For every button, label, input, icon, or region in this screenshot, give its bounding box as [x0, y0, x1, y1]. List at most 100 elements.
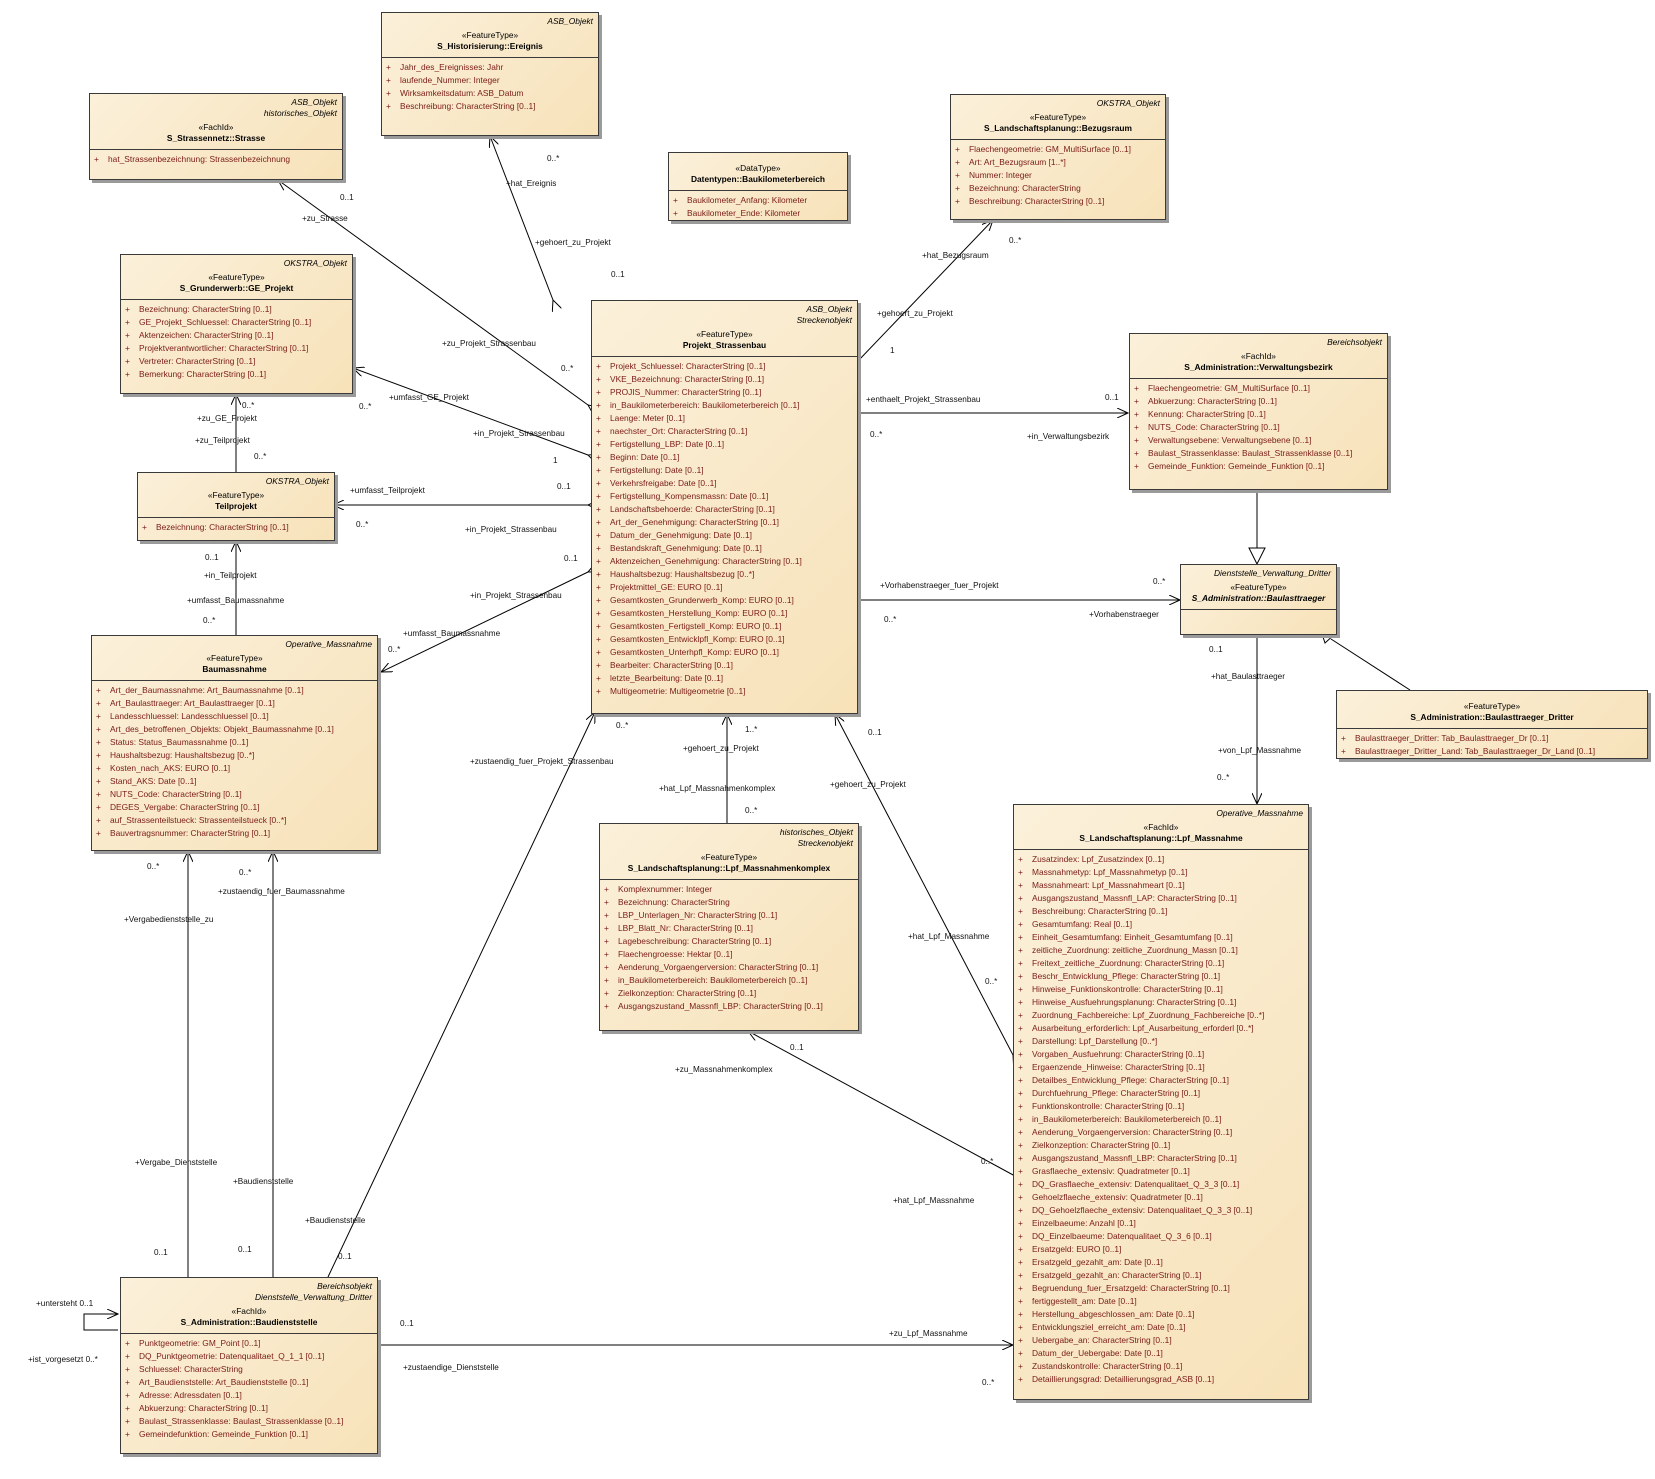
visibility-public-icon: +	[1018, 1361, 1023, 1371]
attribute-text: hat_Strassenbezeichnung: Strassenbezeich…	[108, 154, 291, 164]
edge-self-untersteht	[83, 1314, 118, 1331]
attribute-text: in_Baukilometerbereich: Baukilometerbere…	[610, 400, 800, 410]
mult-label: 0..*	[1217, 773, 1230, 782]
visibility-public-icon: +	[1018, 971, 1023, 981]
class-tag: ASB_Objekt	[547, 16, 593, 26]
attribute-text: Art_des_betroffenen_Objekts: Objekt_Baum…	[110, 724, 334, 734]
class-attribute: +Beschreibung: CharacterString [0..1]	[955, 195, 1161, 208]
class-name: S_Grunderwerb::GE_Projekt	[179, 283, 294, 293]
visibility-public-icon: +	[1018, 1231, 1023, 1241]
class-header: Bereichsobjekt«FachId»S_Administration::…	[1130, 334, 1387, 379]
role-label: +in_Teilprojekt	[204, 571, 257, 580]
attribute-text: Bezeichnung: CharacterString [0..1]	[139, 304, 272, 314]
class-attribute: +Bemerkung: CharacterString [0..1]	[125, 368, 348, 381]
visibility-public-icon: +	[596, 400, 601, 410]
class-attribute: +Begruendung_fuer_Ersatzgeld: CharacterS…	[1018, 1282, 1304, 1295]
visibility-public-icon: +	[1018, 1218, 1023, 1228]
mult-label: 0..1	[790, 1043, 804, 1052]
class-attribute: +Aenderung_Vorgaengerversion: CharacterS…	[1018, 1126, 1304, 1139]
visibility-public-icon: +	[96, 763, 101, 773]
attribute-text: DQ_Grasflaeche_extensiv: Datenqualitaet_…	[1032, 1179, 1240, 1189]
class-tag: Streckenobjekt	[797, 838, 853, 848]
class-attributes: +Projekt_Schluessel: CharacterString [0.…	[592, 357, 857, 702]
mult-label: 0..*	[388, 645, 401, 654]
class-teilprojekt[interactable]: OKSTRA_Objekt«FeatureType»Teilprojekt+Be…	[137, 472, 335, 541]
class-baukilometerbereich[interactable]: «DataType»Datentypen::Baukilometerbereic…	[668, 152, 848, 221]
visibility-public-icon: +	[1018, 854, 1023, 864]
class-attribute: +Kennung: CharacterString [0..1]	[1134, 408, 1383, 421]
mult-label: 1	[553, 456, 558, 465]
visibility-public-icon: +	[96, 685, 101, 695]
class-attribute: +Baulast_Strassenklasse: Baulast_Strasse…	[125, 1415, 373, 1428]
visibility-public-icon: +	[1018, 1322, 1023, 1332]
attribute-text: Beschreibung: CharacterString [0..1]	[1032, 906, 1168, 916]
class-tag: Operative_Massnahme	[285, 639, 372, 649]
visibility-public-icon: +	[96, 828, 101, 838]
mult-label: 0..*	[745, 806, 758, 815]
class-baumassnahme[interactable]: Operative_Massnahme«FeatureType»Baumassn…	[91, 635, 378, 851]
class-attribute: +NUTS_Code: CharacterString [0..1]	[96, 788, 373, 801]
attribute-text: Zusatzindex: Lpf_Zusatzindex [0..1]	[1032, 854, 1165, 864]
attribute-text: Grasflaeche_extensiv: Quadratmeter [0..1…	[1032, 1166, 1190, 1176]
class-attribute: +Gesamtkosten_Entwicklpfl_Komp: EURO [0.…	[596, 633, 853, 646]
visibility-public-icon: +	[596, 374, 601, 384]
class-baulasttraeger[interactable]: Dienststelle_Verwaltung_Dritter«FeatureT…	[1180, 564, 1337, 635]
visibility-public-icon: +	[596, 621, 601, 631]
mult-label: 0..*	[985, 977, 998, 986]
attribute-text: DQ_Einzelbaeume: Datenqualitaet_Q_3_6 [0…	[1032, 1231, 1212, 1241]
class-attribute: +Wirksamkeitsdatum: ASB_Datum	[386, 87, 594, 100]
visibility-public-icon: +	[1018, 1179, 1023, 1189]
class-attribute: +Projektverantwortlicher: CharacterStrin…	[125, 342, 348, 355]
visibility-public-icon: +	[386, 88, 391, 98]
visibility-public-icon: +	[596, 686, 601, 696]
class-attribute: +Zuordnung_Fachbereiche: Lpf_Zuordnung_F…	[1018, 1009, 1304, 1022]
role-label: +gehoert_zu_Projekt	[830, 780, 906, 789]
class-ge-projekt[interactable]: OKSTRA_Objekt«FeatureType»S_Grunderwerb:…	[120, 254, 353, 394]
visibility-public-icon: +	[1134, 448, 1139, 458]
role-label: +enthaelt_Projekt_Strassenbau	[866, 395, 981, 404]
class-attribute: +Darstellung: Lpf_Darstellung [0..*]	[1018, 1035, 1304, 1048]
class-attribute: +Jahr_des_Ereignisses: Jahr	[386, 61, 594, 74]
class-attribute: +Gemeindefunktion: Gemeinde_Funktion [0.…	[125, 1428, 373, 1441]
class-attribute: +Detailbes_Entwicklung_Pflege: Character…	[1018, 1074, 1304, 1087]
mult-label: 0..1	[154, 1248, 168, 1257]
visibility-public-icon: +	[125, 1390, 130, 1400]
attribute-text: Art_der_Genehmigung: CharacterString [0.…	[610, 517, 779, 527]
visibility-public-icon: +	[1134, 409, 1139, 419]
visibility-public-icon: +	[596, 426, 601, 436]
visibility-public-icon: +	[96, 815, 101, 825]
class-baulasttraeger-dritter[interactable]: «FeatureType»S_Administration::Baulasttr…	[1336, 690, 1648, 759]
attribute-text: Ausgangszustand_Massnfl_LBP: CharacterSt…	[618, 1001, 823, 1011]
class-attribute: +Fertigstellung: Date [0..1]	[596, 464, 853, 477]
class-attribute: +Beginn: Date [0..1]	[596, 451, 853, 464]
class-attribute: + Zusatzindex: Lpf_Zusatzindex [0..1]	[1018, 853, 1304, 866]
mult-label: 0..*	[1009, 236, 1022, 245]
mult-label: 0..*	[884, 615, 897, 624]
class-attribute: +Zustandskontrolle: CharacterString [0..…	[1018, 1360, 1304, 1373]
visibility-public-icon: +	[596, 504, 601, 514]
class-name: Baumassnahme	[202, 664, 267, 674]
class-attribute: +Art_Baudienststelle: Art_Baudienststell…	[125, 1376, 373, 1389]
class-header: Operative_Massnahme«FachId»S_Landschafts…	[1014, 805, 1308, 850]
class-verwaltungsbezirk[interactable]: Bereichsobjekt«FachId»S_Administration::…	[1129, 333, 1388, 490]
class-attribute: +Verwaltungsebene: Verwaltungsebene [0..…	[1134, 434, 1383, 447]
role-label: +umfasst_Baumassnahme	[187, 596, 285, 605]
role-label: +Vergabedienststelle_zu	[124, 915, 214, 924]
class-lpf-massnahme[interactable]: Operative_Massnahme«FachId»S_Landschafts…	[1013, 804, 1309, 1400]
class-ereignis[interactable]: ASB_Objekt«FeatureType»S_Historisierung:…	[381, 12, 599, 136]
class-attribute: +Landschaftsbehoerde: CharacterString [0…	[596, 503, 853, 516]
attribute-text: Schluessel: CharacterString	[139, 1364, 243, 1374]
attribute-text: Ausgangszustand_Massnfl_LAP: CharacterSt…	[1032, 893, 1237, 903]
attribute-text: Baulast_Strassenklasse: Baulast_Strassen…	[139, 1416, 344, 1426]
class-attribute: +in_Baukilometerbereich: Baukilometerber…	[604, 974, 854, 987]
visibility-public-icon: +	[604, 1001, 609, 1011]
class-bezugsraum[interactable]: OKSTRA_Objekt«FeatureType»S_Landschaftsp…	[950, 94, 1166, 220]
class-name: S_Landschaftsplanung::Lpf_Massnahme	[1079, 833, 1243, 843]
class-attribute: +Flaechengeometrie: GM_MultiSurface [0..…	[955, 143, 1161, 156]
attribute-text: DQ_Punktgeometrie: Datenqualitaet_Q_1_1 …	[139, 1351, 325, 1361]
